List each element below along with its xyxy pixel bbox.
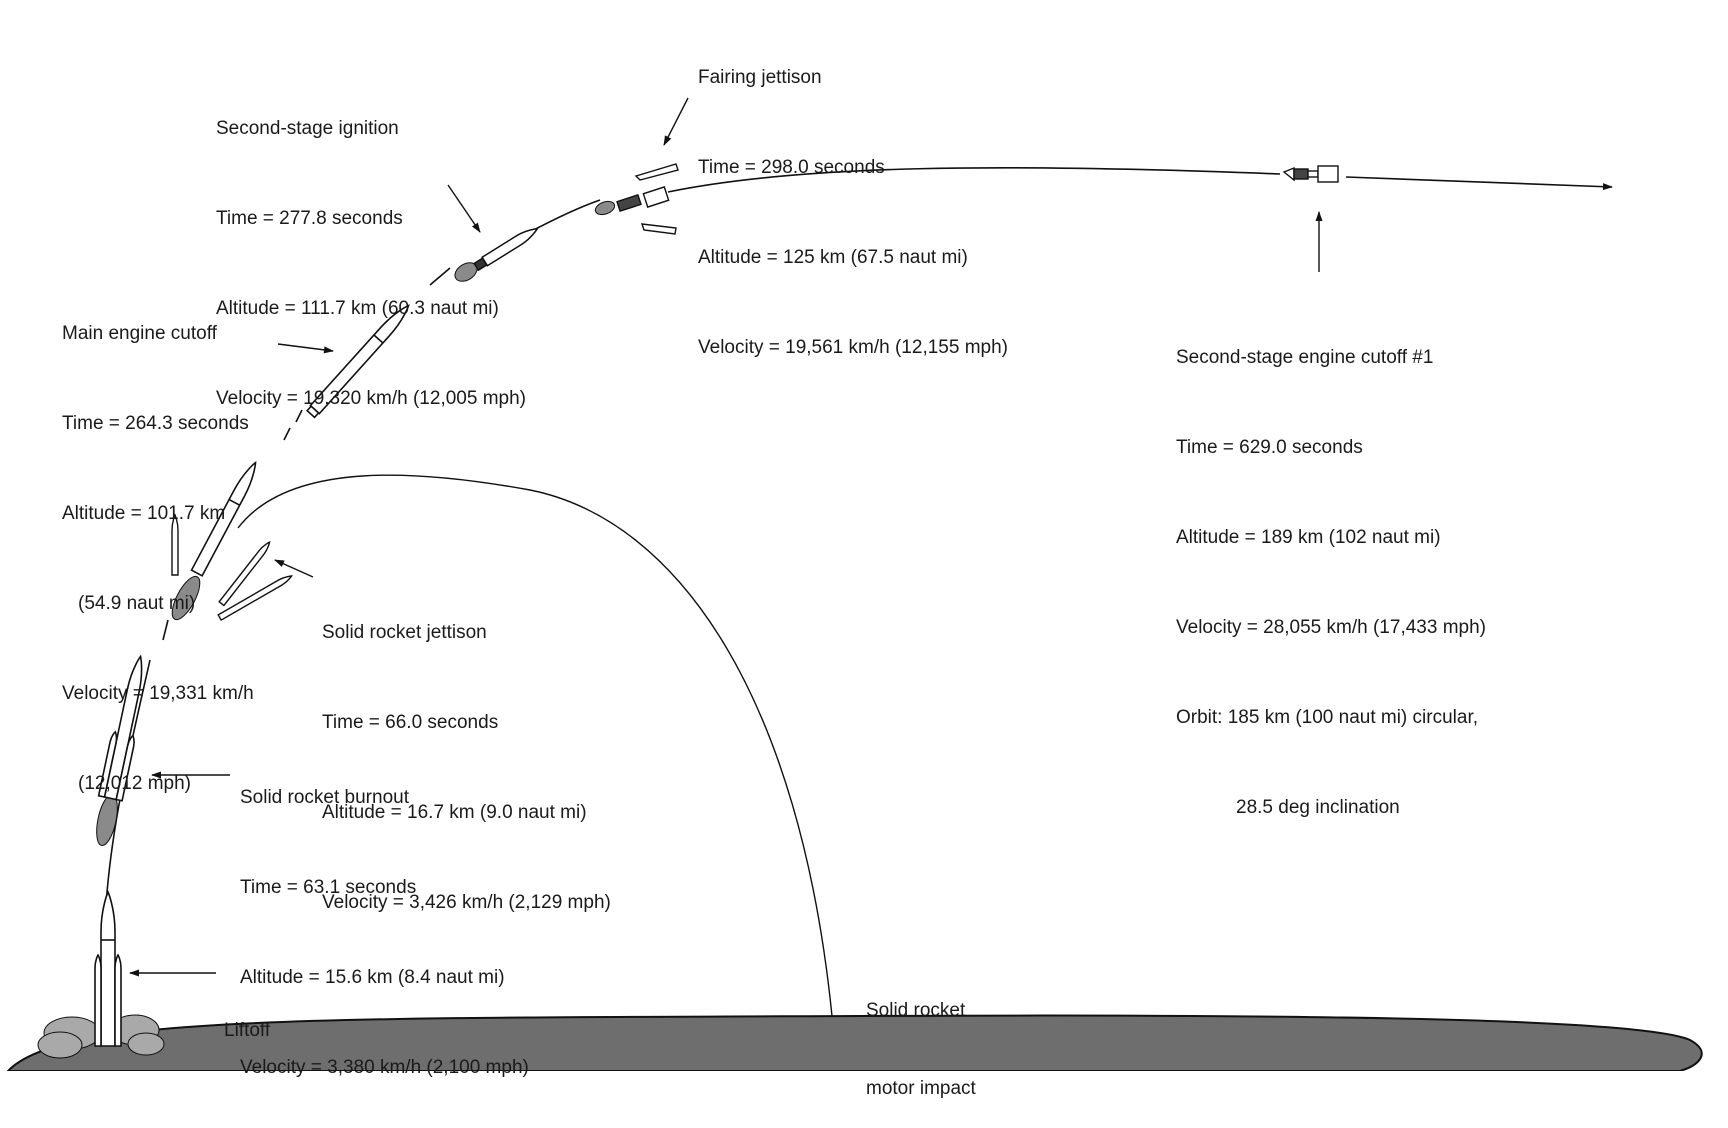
rocket-second-stage-ignition (454, 227, 539, 282)
srb-jettison-altitude: Altitude = 16.7 km (9.0 naut mi) (322, 802, 587, 823)
label-fairing-jettison: Fairing jettison Time = 298.0 seconds Al… (698, 3, 1008, 393)
meco-altitude: Altitude = 101.7 km (62, 503, 226, 524)
label-liftoff: Liftoff (224, 956, 270, 1076)
srb-impact-trajectory (237, 474, 833, 1017)
fairing-half-bottom (640, 223, 677, 235)
rocket-liftoff (94, 890, 122, 1047)
liftoff-smoke (37, 1014, 165, 1059)
trajectory-dash-1 (162, 619, 169, 641)
launch-sequence-diagram (6, 97, 1703, 1071)
srb-jettison-velocity: Velocity = 3,426 km/h (2,129 mph) (322, 892, 611, 913)
label-seco: Second-stage engine cutoff #1 Time = 629… (1176, 283, 1486, 853)
fairing-jettison-title: Fairing jettison (698, 67, 822, 88)
trajectory-orbit-arrow (1345, 176, 1613, 191)
rocket-fairing-jettison (594, 186, 670, 216)
rocket-srb-jettison (171, 460, 257, 621)
arrow-second-stage-ignition (447, 184, 481, 233)
seco-time: Time = 629.0 seconds (1176, 437, 1363, 458)
label-srb-jettison: Solid rocket jettison Time = 66.0 second… (322, 558, 611, 948)
second-stage-ignition-velocity: Velocity = 19,320 km/h (12,005 mph) (216, 388, 526, 409)
liftoff-title: Liftoff (224, 1020, 271, 1041)
arrow-fairing-jettison (663, 97, 689, 146)
srb-jettison-time: Time = 66.0 seconds (322, 712, 499, 733)
seco-title: Second-stage engine cutoff #1 (1176, 347, 1434, 368)
spacecraft-seco (1282, 165, 1339, 183)
seco-velocity: Velocity = 28,055 km/h (17,433 mph) (1176, 617, 1486, 638)
meco-time: Time = 264.3 seconds (62, 413, 249, 434)
label-second-stage-ignition: Second-stage ignition Time = 277.8 secon… (216, 54, 526, 444)
meco-velocity-mph: (12,012 mph) (78, 773, 192, 794)
label-srb-impact: Solid rocket motor impact (866, 946, 976, 1128)
rocket-srb-burnout (96, 654, 143, 847)
fairing-jettison-altitude: Altitude = 125 km (67.5 naut mi) (698, 247, 968, 268)
second-stage-ignition-altitude: Altitude = 111.7 km (60.3 naut mi) (216, 298, 499, 319)
second-stage-ignition-time: Time = 277.8 seconds (216, 208, 403, 229)
meco-velocity: Velocity = 19,331 km/h (62, 683, 254, 704)
seco-altitude: Altitude = 189 km (102 naut mi) (1176, 527, 1441, 548)
seco-orbit-inclination: 28.5 deg inclination (1236, 797, 1400, 818)
srb-burnout-time: Time = 63.1 seconds (240, 877, 417, 898)
arrow-meco (277, 343, 334, 354)
meco-altitude-naut: (54.9 naut mi) (78, 593, 196, 614)
meco-title: Main engine cutoff (62, 323, 217, 344)
srb-impact-line-2: motor impact (866, 1078, 976, 1099)
fairing-half-top (634, 163, 679, 181)
label-meco: Main engine cutoff Time = 264.3 seconds … (62, 259, 254, 829)
srb-burnout-title: Solid rocket burnout (240, 787, 409, 808)
fairing-jettison-time: Time = 298.0 seconds (698, 157, 885, 178)
trajectory-orbit-path (667, 166, 1281, 193)
trajectory-dash-6 (529, 199, 601, 233)
trajectory-dash-5 (429, 267, 451, 286)
srb-impact-line-1: Solid rocket (866, 1000, 966, 1021)
trajectory-dash-3 (283, 427, 291, 441)
jettisoned-srb-vertical (171, 513, 179, 576)
fairing-jettison-velocity: Velocity = 19,561 km/h (12,155 mph) (698, 337, 1008, 358)
rocket-meco (305, 304, 410, 419)
seco-orbit: Orbit: 185 km (100 naut mi) circular, (1176, 707, 1478, 728)
srb-jettison-title: Solid rocket jettison (322, 622, 487, 643)
second-stage-ignition-title: Second-stage ignition (216, 118, 399, 139)
jettisoned-srb-left (218, 540, 271, 607)
arrow-srb-jettison (274, 559, 314, 578)
jettisoned-srb-right (217, 575, 293, 622)
srb-burnout-velocity: Velocity = 3,380 km/h (2,100 mph) (240, 1057, 529, 1078)
srb-burnout-altitude: Altitude = 15.6 km (8.4 naut mi) (240, 967, 505, 988)
trajectory-dash-4 (295, 409, 303, 423)
